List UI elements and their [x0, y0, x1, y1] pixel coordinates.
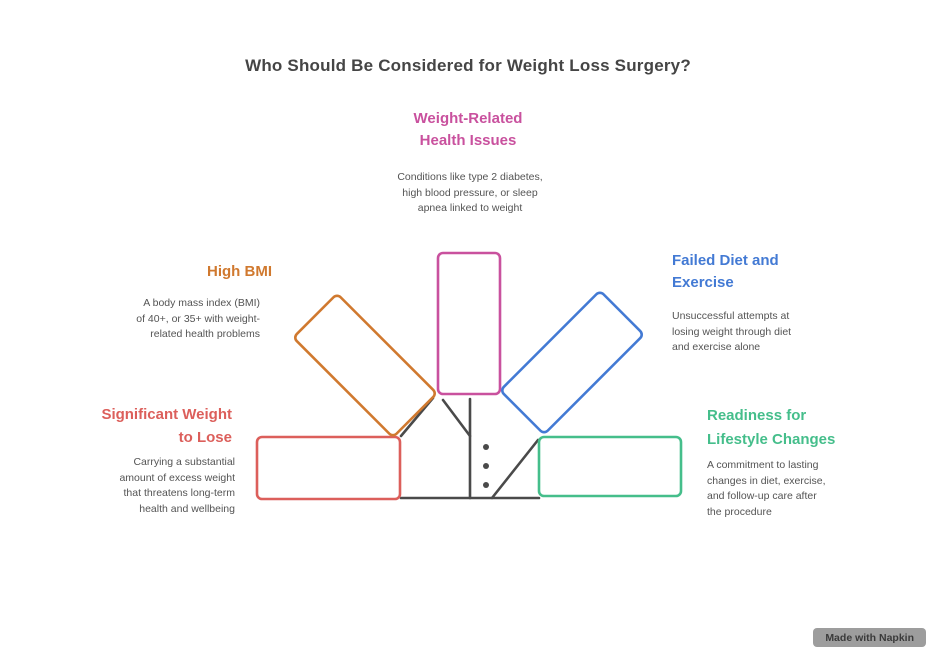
desc-line: health and wellbeing	[139, 502, 235, 515]
desc-weight-related-health-issues: Conditions like type 2 diabetes, high bl…	[353, 170, 587, 217]
palm-line-index-middle	[441, 398, 472, 438]
desc-line: A body mass index (BMI)	[143, 297, 260, 309]
knuckle-dot	[483, 482, 489, 488]
desc-line: A commitment to lasting	[707, 459, 819, 471]
label-line: to Lose	[178, 429, 232, 446]
label-line: Readiness for	[707, 407, 807, 424]
desc-significant-weight: Carrying a substantial amount of excess …	[35, 455, 235, 517]
knuckle-dots	[483, 444, 489, 488]
desc-line: Unsuccessful attempts at	[672, 310, 790, 322]
desc-line: changes in diet, exercise,	[707, 474, 826, 487]
desc-failed-diet-exercise: Unsuccessful attempts at losing weight t…	[672, 309, 867, 356]
desc-high-bmi: A body mass index (BMI) of 40+, or 35+ w…	[60, 296, 260, 343]
label-line: Significant Weight	[101, 406, 232, 423]
label-line: Lifestyle Changes	[707, 431, 836, 448]
label-line: Weight-Related	[413, 110, 523, 127]
desc-line: and follow-up care after	[707, 490, 817, 502]
label-readiness-lifestyle: Readiness for Lifestyle Changes	[707, 404, 917, 452]
thumb-box-significant-weight	[255, 435, 402, 501]
label-line: Health Issues	[419, 132, 517, 149]
desc-line: and exercise alone	[672, 341, 761, 353]
label-significant-weight: Significant Weight to Lose	[30, 403, 232, 449]
palm-line-ring-wrist	[490, 438, 540, 500]
desc-line: losing weight through diet	[672, 325, 792, 338]
desc-line: Conditions like type 2 diabetes,	[397, 171, 543, 183]
label-high-bmi: High BMI	[207, 263, 272, 280]
ring-finger-box-failed-diet	[500, 291, 644, 434]
desc-line: apnea linked to weight	[417, 202, 523, 214]
desc-readiness-lifestyle: A commitment to lasting changes in diet,…	[707, 458, 892, 520]
desc-line: high blood pressure, or sleep	[402, 186, 538, 199]
index-finger-box-high-bmi	[293, 294, 437, 437]
desc-line: that threatens long-term	[123, 487, 235, 499]
label-failed-diet-exercise: Failed Diet and Exercise	[672, 250, 882, 294]
desc-line: amount of excess weight	[119, 471, 235, 484]
watermark-label: Made with Napkin	[825, 631, 914, 644]
label-line: Exercise	[672, 274, 734, 291]
palm-outline	[399, 396, 541, 500]
desc-line: Carrying a substantial	[133, 456, 235, 468]
pinky-box-readiness	[537, 435, 683, 498]
page-title: Who Should Be Considered for Weight Loss…	[245, 56, 691, 75]
desc-line: related health problems	[150, 328, 260, 340]
middle-finger-box-health-issues	[436, 251, 502, 396]
knuckle-dot	[483, 463, 489, 469]
desc-line: the procedure	[707, 505, 772, 518]
desc-line: of 40+, or 35+ with weight-	[136, 312, 260, 325]
knuckle-dot	[483, 444, 489, 450]
watermark-badge: Made with Napkin	[813, 628, 926, 647]
label-line: Failed Diet and	[672, 252, 779, 269]
label-weight-related-health-issues: Weight-Related Health Issues	[0, 108, 936, 152]
